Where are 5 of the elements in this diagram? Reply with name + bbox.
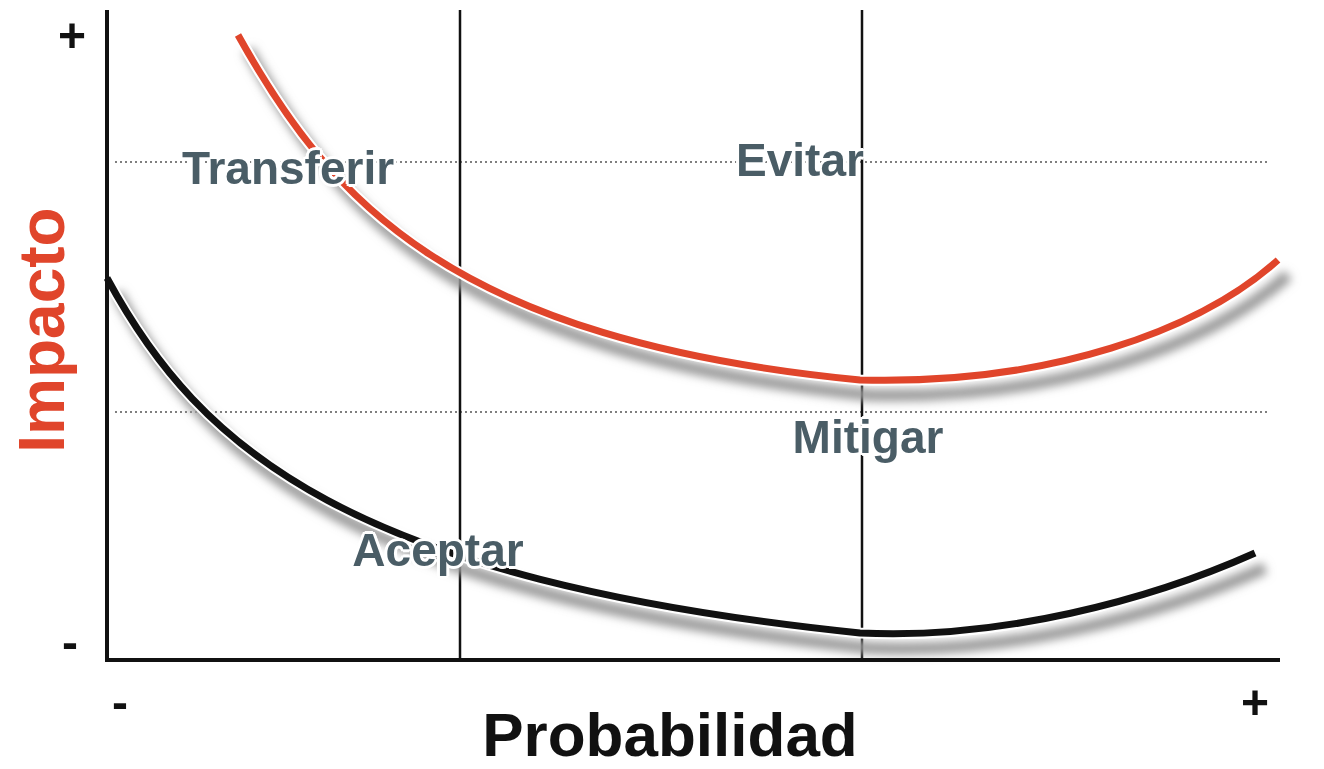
axis-end-label: - (112, 679, 128, 727)
axis-title: Probabilidad (482, 704, 858, 766)
axis-end-label: + (58, 12, 86, 60)
axis-end-label: + (1241, 679, 1269, 727)
axis-end-label: - (62, 619, 78, 667)
